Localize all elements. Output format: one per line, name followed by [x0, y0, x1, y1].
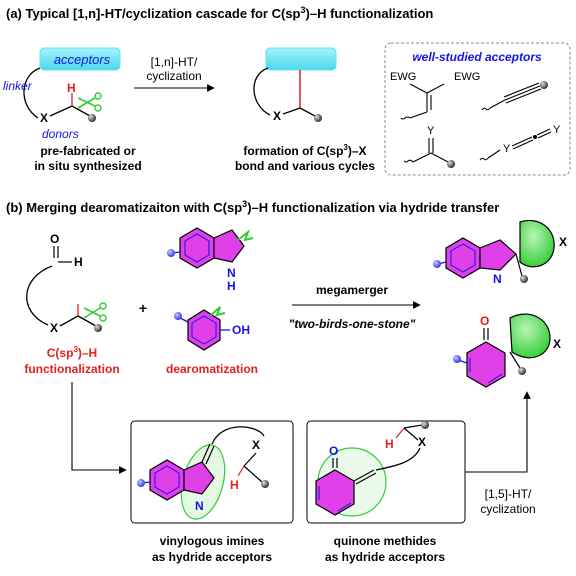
linker-curve [253, 67, 271, 116]
box2-h: H [385, 437, 394, 451]
box2-x: X [418, 435, 426, 449]
box1-x: X [252, 438, 260, 452]
scissors-icon [83, 302, 107, 322]
aldehyde-o: O [50, 232, 59, 246]
box-vinylogous-imine [130, 420, 294, 524]
product-a: X [253, 47, 337, 123]
substrate-a: acceptors linker X H donors [3, 47, 121, 141]
scissors-icon [77, 92, 102, 112]
bond [299, 107, 316, 117]
x-atom-b: X [50, 321, 58, 335]
linker-curve [23, 67, 41, 119]
left-caption-b-2: functionalization [24, 362, 119, 376]
box2-caption-2: as hydride acceptors [325, 550, 445, 564]
acceptor-box [39, 47, 121, 71]
acceptors-label: acceptors [54, 52, 111, 67]
donors-label: donors [42, 127, 79, 141]
mid-caption: dearomatization [166, 362, 258, 376]
ewg-right: EWG [454, 71, 480, 83]
ewg-left: EWG [390, 71, 416, 83]
vinylogous-imine: X H N [137, 426, 269, 520]
arrow-to-box1 [71, 382, 127, 474]
alkene-acceptor: EWG EWG [390, 71, 480, 120]
arrow-label-2: cyclization [146, 69, 201, 83]
bond [282, 107, 301, 115]
substituent-ball [314, 114, 322, 122]
product-dienone: O X [453, 313, 561, 388]
alkyne-acceptor [481, 81, 548, 111]
box1-n: N [195, 499, 204, 513]
product-x-1: X [559, 235, 567, 249]
aldehyde-substrate: O H X [26, 232, 107, 335]
x-atom: X [40, 111, 48, 125]
section-b-title: (b) Merging dearomatizaiton with C(sp3)–… [6, 199, 499, 215]
aldehyde-h: H [74, 255, 83, 269]
cumulene-acceptor: Y Y [479, 124, 561, 161]
arrow-b-sublabel: "two-birds-one-stone" [289, 317, 416, 331]
right-caption-2: bond and various cycles [235, 159, 375, 173]
product-n: N [493, 272, 502, 286]
arrow-b-label: megamerger [316, 283, 388, 297]
arrow-label-1: [1,n]-HT/ [151, 55, 198, 69]
ht-label-2: cyclization [480, 502, 535, 516]
phenol-reactant: OH [174, 306, 250, 351]
carbonyl-acceptor: Y [403, 125, 455, 168]
arrow-to-products [465, 391, 531, 473]
x-atom: X [273, 109, 281, 123]
left-caption-2: in situ synthesized [34, 159, 141, 173]
acceptors-box [384, 42, 571, 176]
box1-caption-1: vinylogous imines [160, 534, 265, 548]
y-atom-2: Y [503, 143, 511, 155]
indole-h: H [227, 279, 236, 293]
y-atom-3: Y [553, 124, 561, 136]
phenol-oh: OH [232, 323, 250, 337]
box2-o: O [329, 444, 338, 458]
acceptors-box-title: well-studied acceptors [412, 50, 542, 64]
product-o: O [480, 314, 489, 328]
indole-n: N [227, 266, 236, 280]
box1-h: H [230, 478, 239, 492]
box1-caption-2: as hydride acceptors [152, 550, 272, 564]
acceptor-box [265, 47, 337, 71]
product-x-2: X [553, 337, 561, 351]
bond [49, 105, 73, 117]
indole-reactant: N H [167, 227, 254, 293]
product-indolenine: X N [433, 219, 567, 286]
ht-label-1: [1,5]-HT/ [485, 487, 532, 501]
substituent-ball [88, 114, 96, 122]
left-caption-1: pre-fabricated or [40, 144, 136, 158]
box2-caption-1: quinone methides [334, 534, 437, 548]
bond [71, 105, 91, 117]
plus-sign: + [139, 300, 147, 316]
right-caption-1: formation of C(sp3)–X [243, 143, 366, 158]
quinone-methide: O X H [315, 421, 429, 517]
section-a-title: (a) Typical [1,n]-HT/cyclization cascade… [6, 5, 433, 21]
y-atom-1: Y [427, 125, 435, 137]
left-caption-b-1: C(sp3)–H [47, 345, 97, 360]
h-atom: H [67, 81, 76, 95]
linker-label: linker [3, 79, 33, 93]
